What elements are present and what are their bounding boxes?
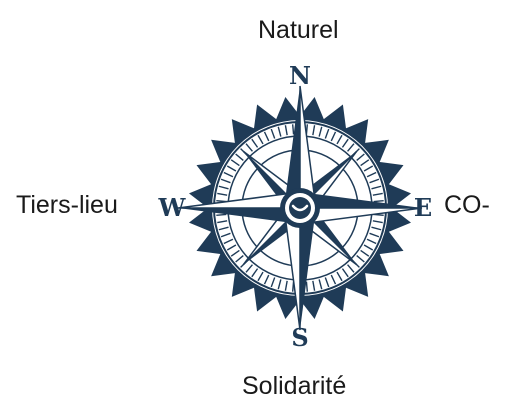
compass-tick — [216, 214, 226, 215]
compass-rose-icon: N S W E — [140, 48, 460, 368]
compass-west-letter: W — [158, 193, 187, 222]
compass-center-inner — [289, 197, 311, 219]
label-bottom: Solidarité — [242, 374, 346, 399]
compass-tick — [293, 124, 294, 134]
label-top: Naturel — [258, 18, 339, 43]
compass-east-letter: E — [414, 193, 432, 222]
compass-north-letter: N — [289, 61, 311, 90]
compass-tick — [306, 282, 307, 292]
compass-art — [178, 86, 422, 330]
label-left: Tiers-lieu — [16, 193, 118, 218]
compass-tick — [374, 201, 384, 202]
compass-south-letter: S — [291, 323, 308, 352]
